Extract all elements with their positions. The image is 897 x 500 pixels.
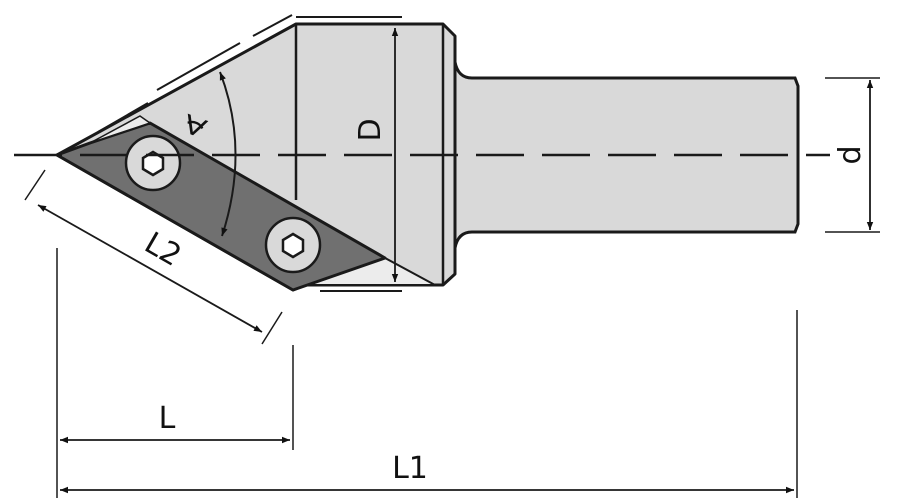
dimension-D-label: D [353, 118, 388, 141]
dimension-L-label: L [159, 401, 176, 436]
extension-line [24, 169, 46, 201]
screw-icon [124, 134, 182, 192]
dimension-L2 [37, 204, 263, 333]
dimension-d-label: d [833, 145, 868, 164]
dimension-L1-label: L1 [392, 451, 428, 486]
insert-top-sliver [89, 115, 152, 144]
screw-icon [264, 216, 322, 274]
extension-line [261, 311, 283, 345]
coating-marks [97, 14, 402, 292]
